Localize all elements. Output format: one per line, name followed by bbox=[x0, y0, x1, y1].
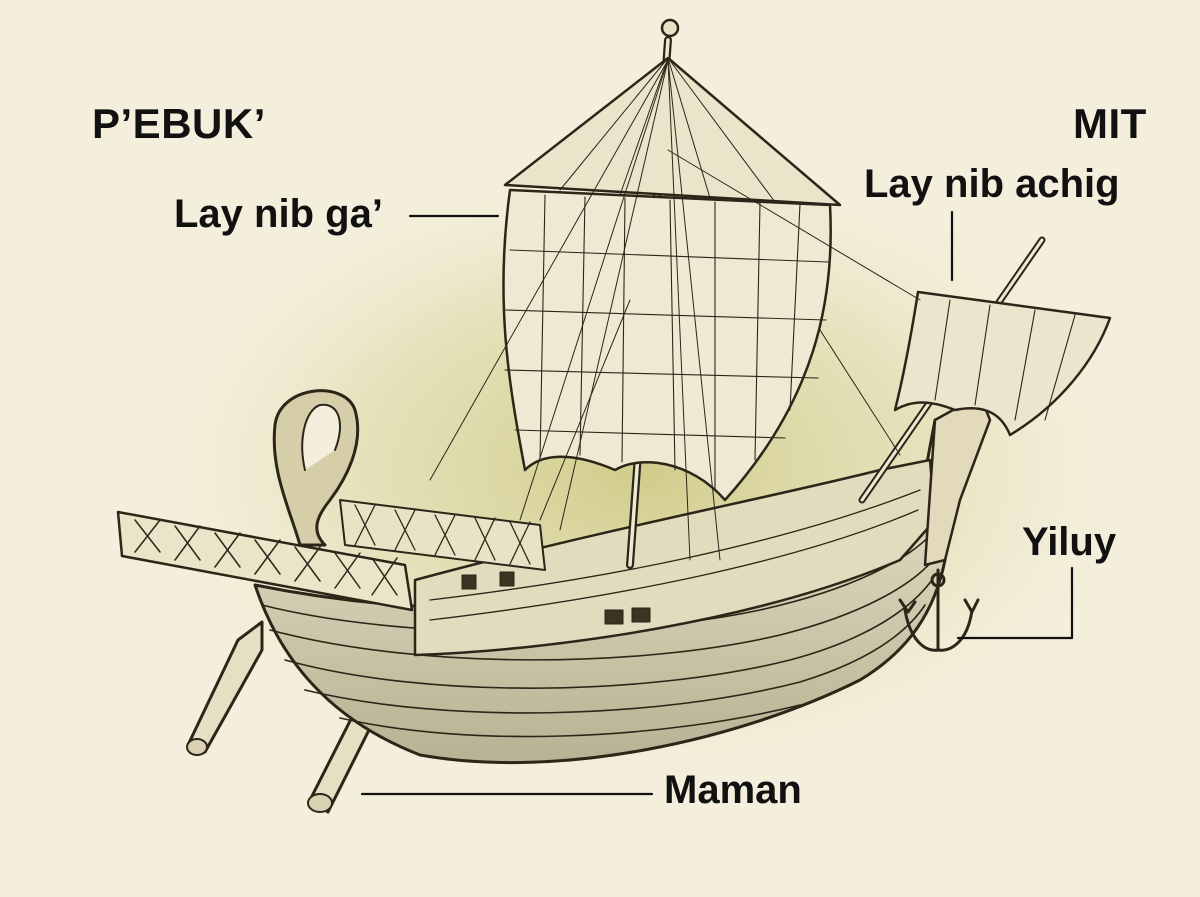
mainsail-label: Lay nib ga’ bbox=[174, 192, 383, 236]
anchor bbox=[898, 568, 980, 652]
rudder-label: Maman bbox=[664, 768, 802, 812]
topsail bbox=[503, 56, 842, 207]
foresail-label: Lay nib achig bbox=[864, 162, 1120, 206]
deck bbox=[413, 458, 937, 657]
stern-label: P’EBUK’ bbox=[92, 100, 266, 147]
bow-label: MIT bbox=[1073, 100, 1147, 147]
foresail bbox=[893, 290, 1112, 437]
cabin-windows bbox=[461, 571, 651, 625]
rigging bbox=[429, 59, 921, 561]
leader-lines bbox=[360, 210, 1074, 796]
anchor-label: Yiluy bbox=[1022, 520, 1117, 564]
mainsail bbox=[502, 188, 832, 502]
mainsail-seams bbox=[504, 194, 829, 491]
gallery-lattice bbox=[134, 519, 398, 596]
